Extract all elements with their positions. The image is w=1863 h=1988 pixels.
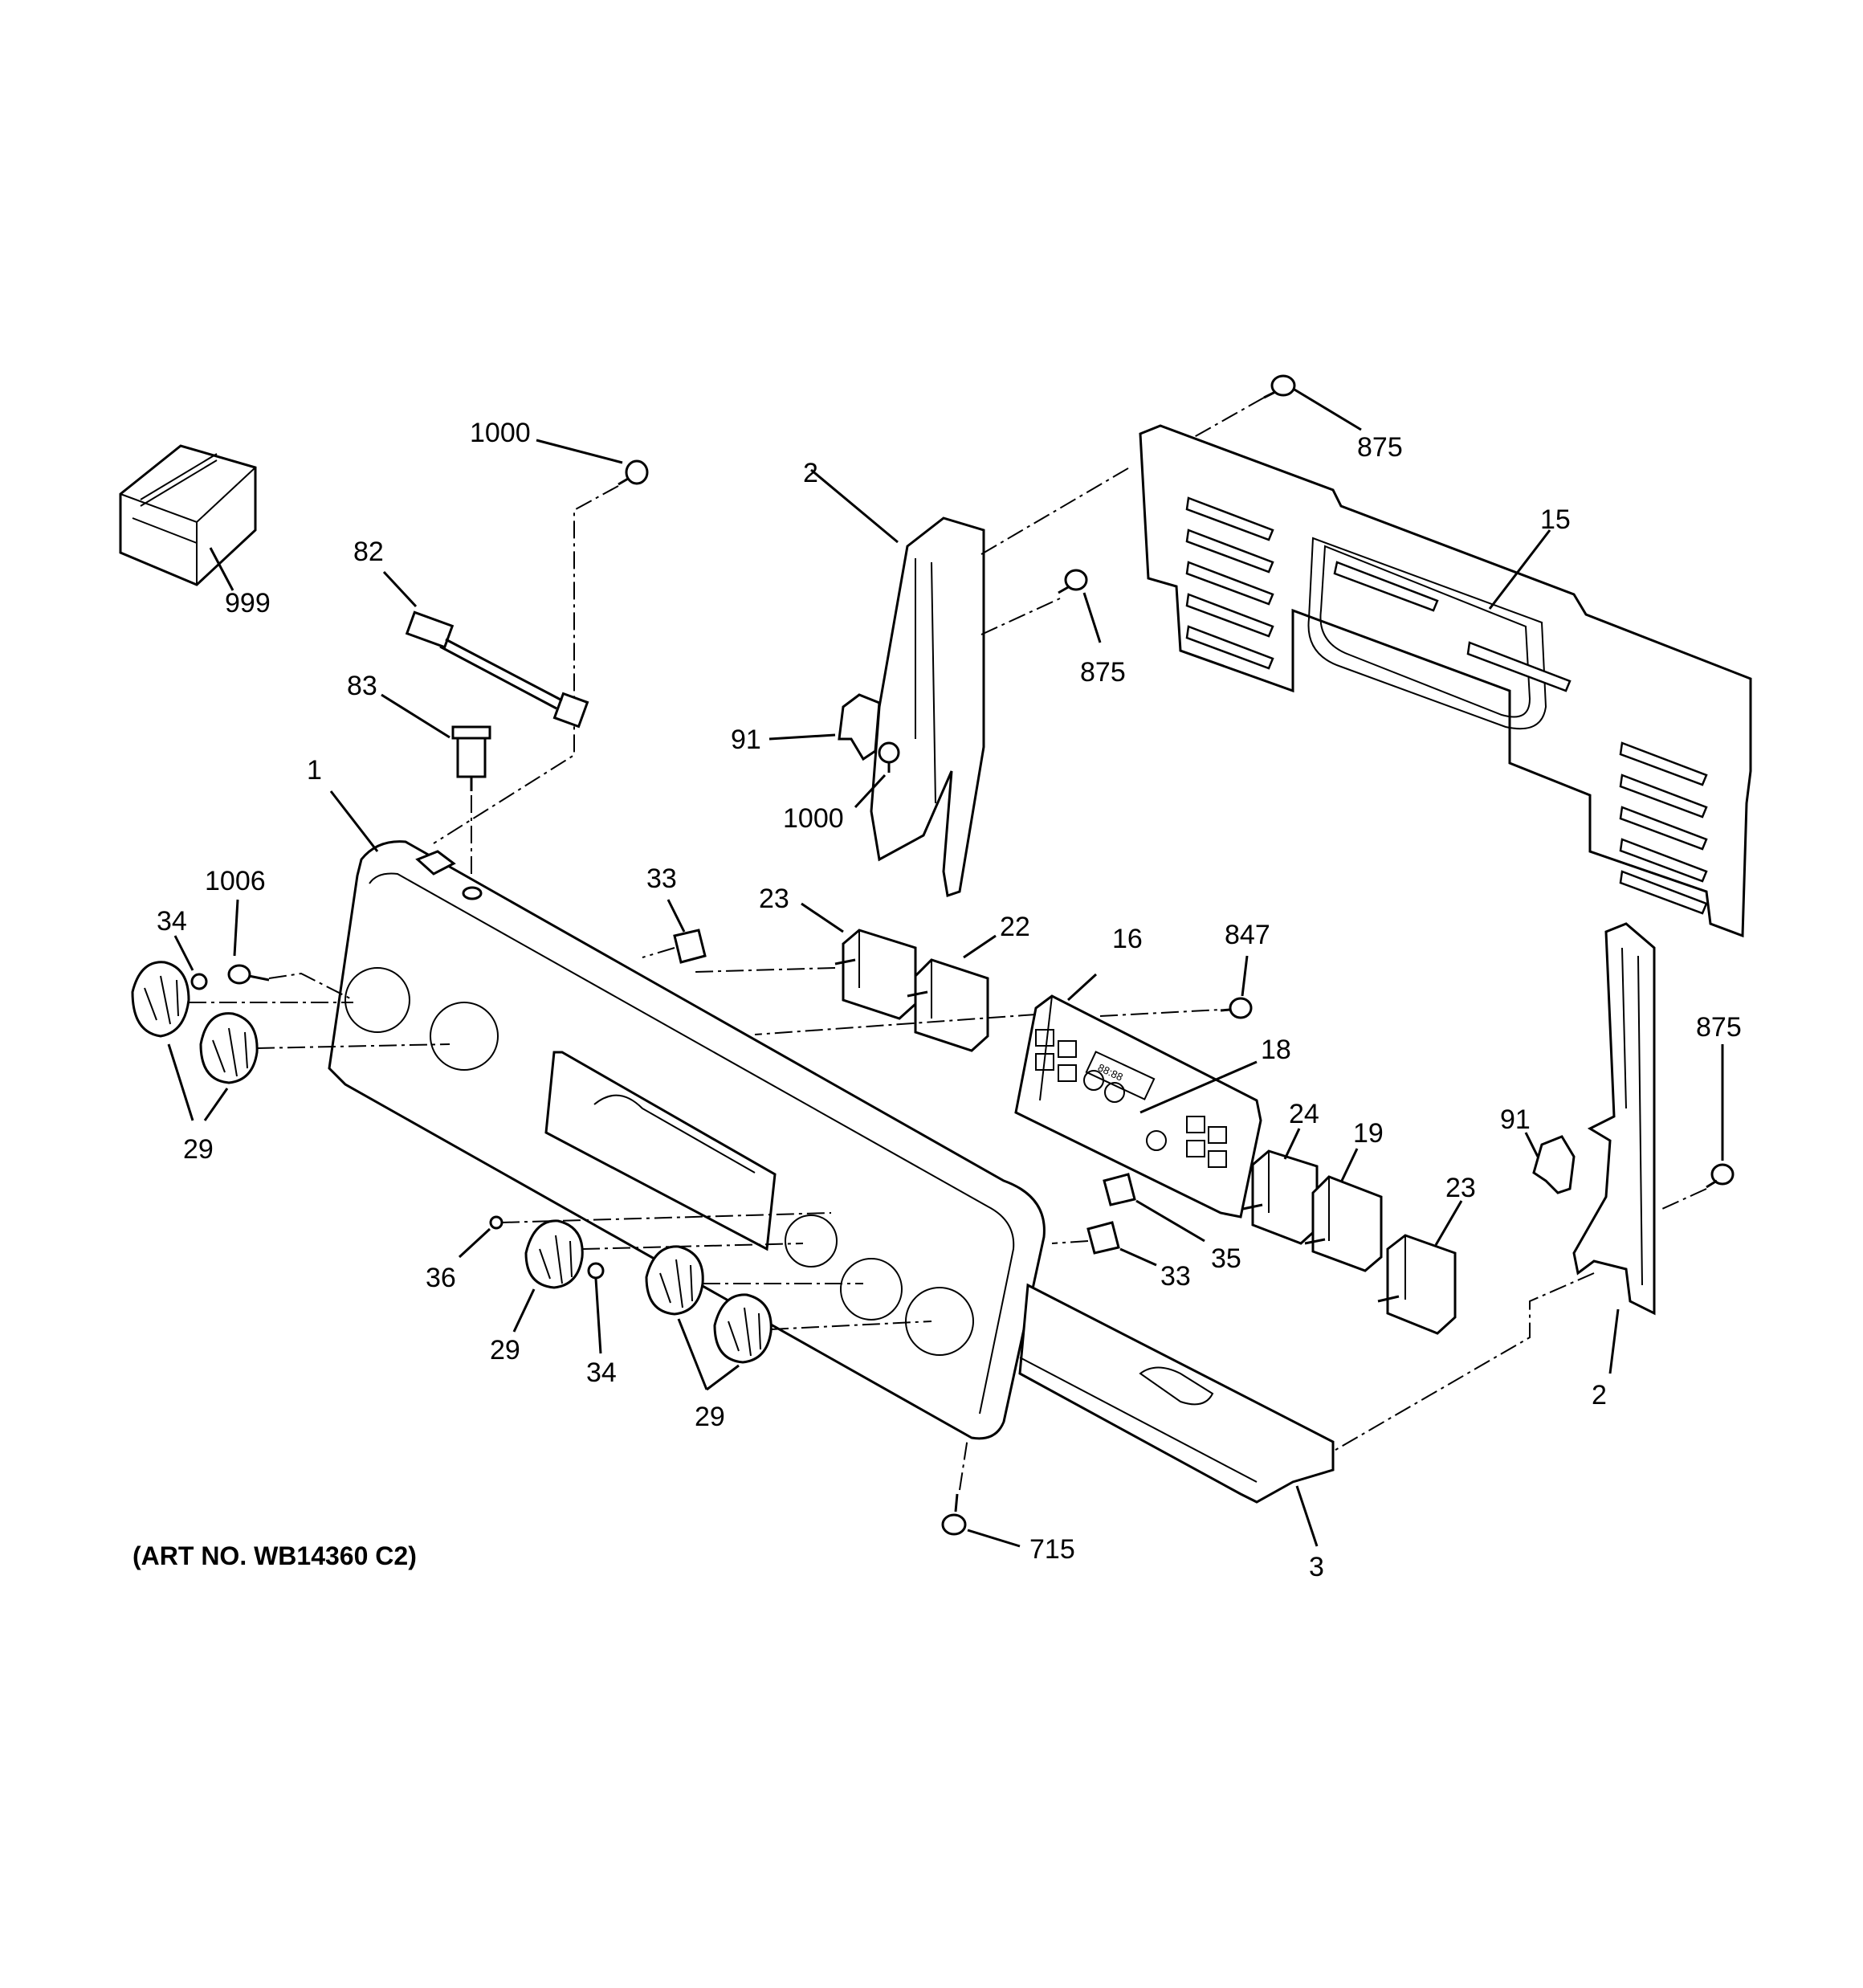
callout-715: 715 <box>1029 1534 1075 1565</box>
callout-33-upper: 33 <box>646 863 677 894</box>
callout-1000-lower: 1000 <box>783 803 844 834</box>
part-23-switch-upper <box>694 902 917 1020</box>
part-847-screw <box>1220 955 1253 1019</box>
callout-999: 999 <box>225 588 271 618</box>
part-1000-screw-top <box>433 439 649 844</box>
part-1-backguard <box>328 790 1046 1440</box>
part-2-side-bracket-lower <box>1300 922 1656 1471</box>
callout-16: 16 <box>1112 924 1143 954</box>
part-29-knobs-left <box>131 961 450 1121</box>
callout-36: 36 <box>426 1263 456 1293</box>
callout-875-mid: 875 <box>1080 657 1126 688</box>
part-23-switch-lower <box>1377 1200 1463 1335</box>
part-2-side-bracket-upper <box>810 465 1133 897</box>
part-15-rear-cover <box>1139 424 1752 938</box>
part-19-switch <box>1304 1148 1383 1272</box>
part-29-knobs-lower <box>512 1219 932 1391</box>
part-22-switch <box>907 934 997 1052</box>
callout-2-upper: 2 <box>803 458 818 488</box>
part-715-screw <box>941 1437 1021 1548</box>
callout-875-right: 875 <box>1696 1012 1742 1043</box>
callout-3: 3 <box>1309 1552 1324 1582</box>
callout-2-lower: 2 <box>1592 1380 1607 1410</box>
callout-35: 35 <box>1211 1243 1241 1274</box>
part-34-clip-left <box>173 935 208 990</box>
callout-29-left: 29 <box>183 1134 214 1165</box>
part-34-clip-lower <box>587 1262 605 1354</box>
part-33-switch-lower <box>1051 1221 1157 1267</box>
callout-29-right: 29 <box>695 1402 725 1432</box>
art-number-label: (ART NO. WB14360 C2) <box>132 1541 417 1570</box>
callout-19: 19 <box>1353 1118 1384 1149</box>
callout-91-lower: 91 <box>1500 1104 1531 1135</box>
callout-91-upper: 91 <box>731 725 761 755</box>
part-33-switch-upper <box>642 899 707 964</box>
part-875-screw-right <box>1661 1044 1735 1210</box>
part-91-hinge-lower <box>1524 1132 1576 1194</box>
part-91-hinge-upper <box>768 693 881 761</box>
callout-24: 24 <box>1289 1099 1319 1129</box>
callout-1000-top: 1000 <box>470 418 531 448</box>
callout-15: 15 <box>1540 504 1571 535</box>
part-1006-screw <box>227 899 354 1001</box>
callout-29-mid: 29 <box>490 1335 520 1365</box>
callout-18: 18 <box>1261 1035 1291 1065</box>
callout-82: 82 <box>353 537 384 567</box>
part-875-screw-mid <box>1058 569 1102 643</box>
part-35-switch <box>1103 1173 1205 1243</box>
callout-1006: 1006 <box>205 866 266 896</box>
callout-847: 847 <box>1225 920 1270 950</box>
callout-83: 83 <box>347 671 377 701</box>
part-82-wire-harness <box>382 570 589 729</box>
callout-34-lower: 34 <box>586 1357 617 1388</box>
callout-875-top: 875 <box>1357 432 1403 463</box>
part-83-indicator <box>381 693 491 884</box>
callout-23-upper: 23 <box>759 884 789 914</box>
callout-22: 22 <box>1000 912 1030 942</box>
callout-33-lower: 33 <box>1160 1261 1191 1292</box>
part-1000-screw-lower <box>854 741 900 809</box>
part-999-box <box>119 444 257 591</box>
callout-1: 1 <box>307 755 322 786</box>
callout-34-left: 34 <box>157 906 187 937</box>
part-16-electronic-control: 88:88 <box>754 973 1262 1219</box>
part-875-screw-top <box>1188 374 1362 441</box>
part-3-trim <box>1018 1283 1335 1547</box>
callout-23-lower: 23 <box>1445 1173 1476 1203</box>
